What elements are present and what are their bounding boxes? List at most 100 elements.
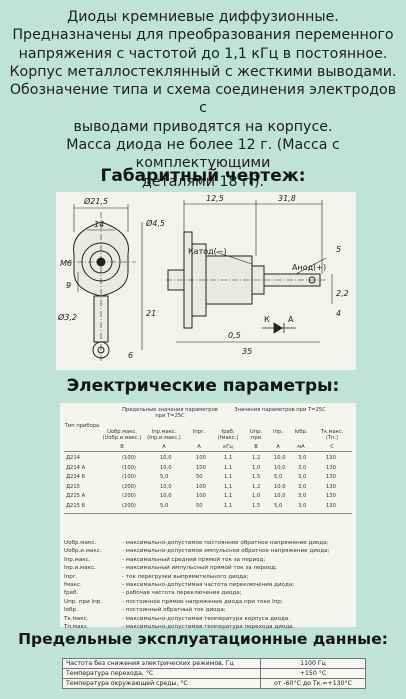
row-cell: 10,0 xyxy=(160,464,172,471)
dim-label: Ø3,2 xyxy=(57,312,77,322)
dim-label: 0,5 xyxy=(228,331,241,340)
diode-drawing-svg: Ø21,5 12,5 31,8 14 Ø4,5 M6 9 21 Ø3,2 6 0… xyxy=(57,194,349,362)
intro-line: Предназначены для преобразования перемен… xyxy=(12,27,394,44)
row-cell: 1,0 xyxy=(252,493,261,499)
dim-label: 12,5 xyxy=(206,194,224,203)
row-cell: 1,2 xyxy=(252,455,261,461)
a-label: А xyxy=(288,315,294,324)
row-cell: 3,0 xyxy=(298,455,307,461)
row-cell: 5,0 xyxy=(160,502,169,509)
row-type: Д215 А xyxy=(66,493,86,499)
anode-leader xyxy=(295,257,327,275)
row-cell: (200) xyxy=(122,502,136,509)
dim-label: 4 xyxy=(336,309,341,318)
intro-line: напряжения с частотой до 1,1 кГц в посто… xyxy=(18,45,388,62)
legend-row: Tк.макс.- максимально-допустимая темпера… xyxy=(64,615,354,623)
legend-row: fраб.- рабочая частота переключения диод… xyxy=(64,589,354,597)
cathode-label: Катод(−) xyxy=(188,247,227,256)
col-header: Uобр.макс. (Uобр.и.макс.) xyxy=(102,429,142,441)
col-header: Tк.макс. (Тп.) xyxy=(320,429,344,441)
row-cell: 50 xyxy=(196,502,203,509)
intro-line: выводами приводятся на корпусе. xyxy=(73,118,333,135)
legend-row: Iпрг. - ток перегрузки выпрямительного ди… xyxy=(64,573,354,581)
row-cell: (100) xyxy=(122,455,136,461)
row-type: Д215 xyxy=(66,483,80,490)
row-cell: 3,0 xyxy=(298,464,307,471)
row-cell: 10,0 xyxy=(274,493,286,499)
legend-text: - ток перегрузки выпрямительного диода; xyxy=(122,573,249,580)
row-cell: 1,1 xyxy=(224,493,233,499)
legend-row: Uпр. при Iпр.- постоянное прямое напряже… xyxy=(64,598,354,606)
row-type: Д214 А xyxy=(66,464,86,471)
unit-cell: С xyxy=(330,444,334,450)
col-header: Iпрг. xyxy=(192,429,206,435)
legend-text: - максимально-допустимое постоянное обра… xyxy=(122,540,329,546)
anode-label: Анод(+) xyxy=(292,263,326,272)
row-cell: 1,1 xyxy=(224,474,233,480)
limit-value: 1100 Гц xyxy=(260,658,366,669)
row-cell: 10,0 xyxy=(160,455,172,461)
row-cell: (200) xyxy=(122,483,136,490)
row-cell: 1,5 xyxy=(252,502,261,509)
legend-text: - максимальный средний прямой ток за пер… xyxy=(122,556,266,563)
legend-key: Iобр. xyxy=(64,607,78,614)
unit-cell: В xyxy=(120,444,124,450)
col-header: fраб. (fмакс.) xyxy=(217,429,239,441)
abbreviation-legend: Uобр.макс. - максимально-допустимое посто… xyxy=(64,539,354,631)
limits-row: Температура перехода, °С+150 °С xyxy=(62,668,366,679)
col-header: Iпр.макс. (Iпр.и.макс.) xyxy=(147,429,181,441)
legend-key: Iпрг. xyxy=(64,573,78,580)
row-cell: 5,0 xyxy=(160,474,169,480)
electric-params-table: Предельные значения параметров при T=25C… xyxy=(60,403,356,630)
operating-limits-table: Частота без снижения электрических режим… xyxy=(62,658,366,689)
row-cell: (200) xyxy=(122,493,136,499)
legend-key: Uобр.макс. xyxy=(64,540,97,546)
dim-label: Ø4,5 xyxy=(145,218,165,228)
row-cell: 10,0 xyxy=(274,483,286,490)
row-cell: 50 xyxy=(196,474,203,480)
dim-label: 6 xyxy=(128,351,133,360)
unit-cell: В xyxy=(254,444,258,450)
limits-row: Частота без снижения электрических режим… xyxy=(62,658,366,669)
legend-row: Iпр.и.макс.- максимальный импульсный пря… xyxy=(64,564,354,572)
col-header-type: Тип прибора xyxy=(64,423,100,429)
table-divider xyxy=(64,513,352,514)
intro-text: Диоды кремниевые диффузионные. Предназна… xyxy=(4,8,402,191)
row-cell: 10,0 xyxy=(274,464,286,471)
group-header-values: Значения параметров при T=25C xyxy=(234,407,326,413)
unit-cell: кГц xyxy=(223,444,233,450)
row-cell: 100 xyxy=(196,483,206,490)
intro-line: Масса диода не более 12 г. (Масса с комп… xyxy=(66,137,340,172)
legend-key: fраб. xyxy=(64,590,79,597)
col-header: Iпр. xyxy=(273,429,283,435)
diode-symbol xyxy=(262,322,296,334)
row-cell: 130 xyxy=(326,474,336,480)
legend-row: fмакс.- максимально-допустимая частота п… xyxy=(64,581,354,589)
row-cell: 1,1 xyxy=(224,455,233,461)
dimension-drawing: Ø21,5 12,5 31,8 14 Ø4,5 M6 9 21 Ø3,2 6 0… xyxy=(56,192,356,370)
row-cell: 130 xyxy=(326,455,336,461)
intro-line: деталями 18 г.). xyxy=(141,173,265,190)
legend-text: - максимально-допустимая частота переклю… xyxy=(122,581,295,588)
k-label: К xyxy=(264,315,270,324)
row-cell: 3,0 xyxy=(298,493,307,499)
row-cell: 1,0 xyxy=(252,464,261,471)
row-cell: 5,0 xyxy=(274,502,283,509)
dim-label: 21 xyxy=(146,309,156,318)
dim-label: M6 xyxy=(60,259,72,268)
limit-value: от -60°С до Tк.=+130°С xyxy=(260,678,366,689)
row-cell: 130 xyxy=(326,493,336,499)
legend-text: - максимальный импульсный прямой ток за … xyxy=(122,565,277,572)
unit-cell: А xyxy=(276,444,280,450)
col-header: Uпр. при xyxy=(249,429,263,441)
row-cell: (100) xyxy=(122,464,136,471)
legend-row: Tп.макс.- максимально-допустимая темпера… xyxy=(64,623,354,631)
legend-row: Uобр.макс. - максимально-допустимое посто… xyxy=(64,539,354,547)
row-cell: 1,2 xyxy=(252,483,261,490)
table-divider xyxy=(64,451,352,452)
cathode-leader xyxy=(215,251,253,265)
row-cell: 100 xyxy=(196,464,206,471)
row-cell: 10,0 xyxy=(274,455,286,461)
